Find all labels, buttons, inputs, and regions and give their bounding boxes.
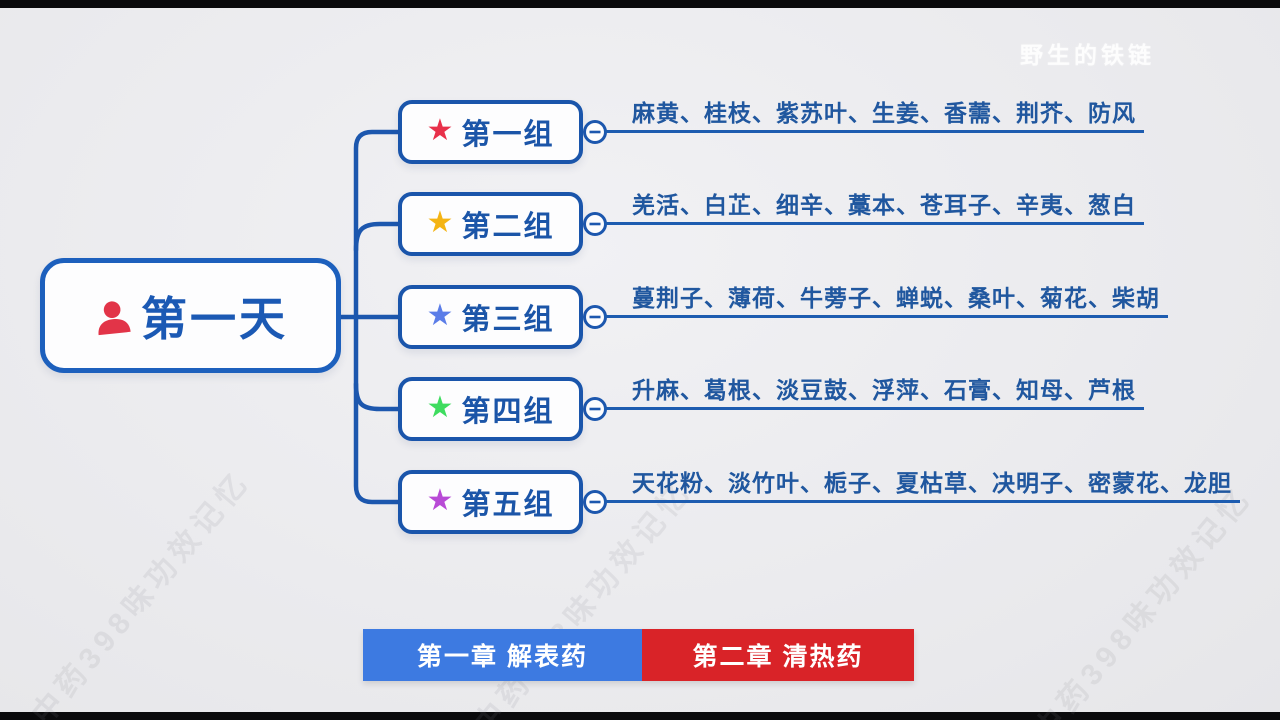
- herb-list-group-4[interactable]: 升麻、葛根、淡豆鼓、浮萍、石膏、知母、芦根: [604, 376, 1144, 410]
- branch-line: [353, 381, 401, 412]
- star-icon: ★: [426, 114, 454, 147]
- chapter-2-button[interactable]: 第二章 清热药: [642, 629, 914, 681]
- group-node-label: 第一组: [461, 119, 555, 151]
- herb-list-group-3[interactable]: 蔓荆子、薄荷、牛蒡子、蝉蜕、桑叶、菊花、柴胡: [604, 284, 1168, 318]
- group-node-5[interactable]: ★ 第五组: [398, 470, 583, 534]
- root-node-day1[interactable]: 第一天: [40, 258, 341, 373]
- chapter-legend: 第一章 解表药 第二章 清热药: [363, 629, 914, 681]
- group-node-3[interactable]: ★ 第三组: [398, 285, 583, 349]
- letterbox-top: [0, 0, 1280, 8]
- herb-list-text: 升麻、葛根、淡豆鼓、浮萍、石膏、知母、芦根: [632, 377, 1136, 403]
- channel-watermark: 野生的铁链: [1020, 42, 1155, 68]
- collapse-toggle[interactable]: [583, 120, 607, 144]
- group-node-label: 第四组: [461, 396, 555, 428]
- chapter-1-button[interactable]: 第一章 解表药: [363, 629, 642, 681]
- branch-line: [353, 314, 401, 505]
- person-icon: [98, 300, 131, 335]
- branch-line: [353, 221, 401, 253]
- group-node-label: 第二组: [461, 211, 555, 243]
- group-node-label: 第五组: [461, 489, 555, 521]
- herb-list-group-2[interactable]: 羌活、白芷、细辛、藁本、苍耳子、辛夷、葱白: [604, 191, 1144, 225]
- herb-list-text: 蔓荆子、薄荷、牛蒡子、蝉蜕、桑叶、菊花、柴胡: [632, 285, 1160, 311]
- collapse-toggle[interactable]: [583, 490, 607, 514]
- collapse-toggle[interactable]: [583, 305, 607, 329]
- star-icon: ★: [426, 299, 454, 332]
- herb-list-group-1[interactable]: 麻黄、桂枝、紫苏叶、生姜、香薷、荆芥、防风: [604, 99, 1144, 133]
- star-icon: ★: [426, 206, 454, 239]
- group-node-4[interactable]: ★ 第四组: [398, 377, 583, 441]
- herb-list-text: 羌活、白芷、细辛、藁本、苍耳子、辛夷、葱白: [632, 192, 1136, 218]
- letterbox-bottom: [0, 712, 1280, 720]
- herb-list-text: 天花粉、淡竹叶、栀子、夏枯草、决明子、密蒙花、龙胆: [632, 470, 1232, 496]
- group-node-label: 第三组: [461, 304, 555, 336]
- root-node-label: 第一天: [141, 292, 288, 345]
- star-icon: ★: [426, 484, 454, 517]
- group-node-1[interactable]: ★ 第一组: [398, 100, 583, 164]
- herb-list-text: 麻黄、桂枝、紫苏叶、生姜、香薷、荆芥、防风: [632, 100, 1136, 126]
- branch-line: [353, 129, 401, 320]
- group-node-2[interactable]: ★ 第二组: [398, 192, 583, 256]
- herb-list-group-5[interactable]: 天花粉、淡竹叶、栀子、夏枯草、决明子、密蒙花、龙胆: [604, 469, 1240, 503]
- collapse-toggle[interactable]: [583, 397, 607, 421]
- collapse-toggle[interactable]: [583, 212, 607, 236]
- star-icon: ★: [426, 391, 454, 424]
- collapse-toggles: [583, 120, 607, 514]
